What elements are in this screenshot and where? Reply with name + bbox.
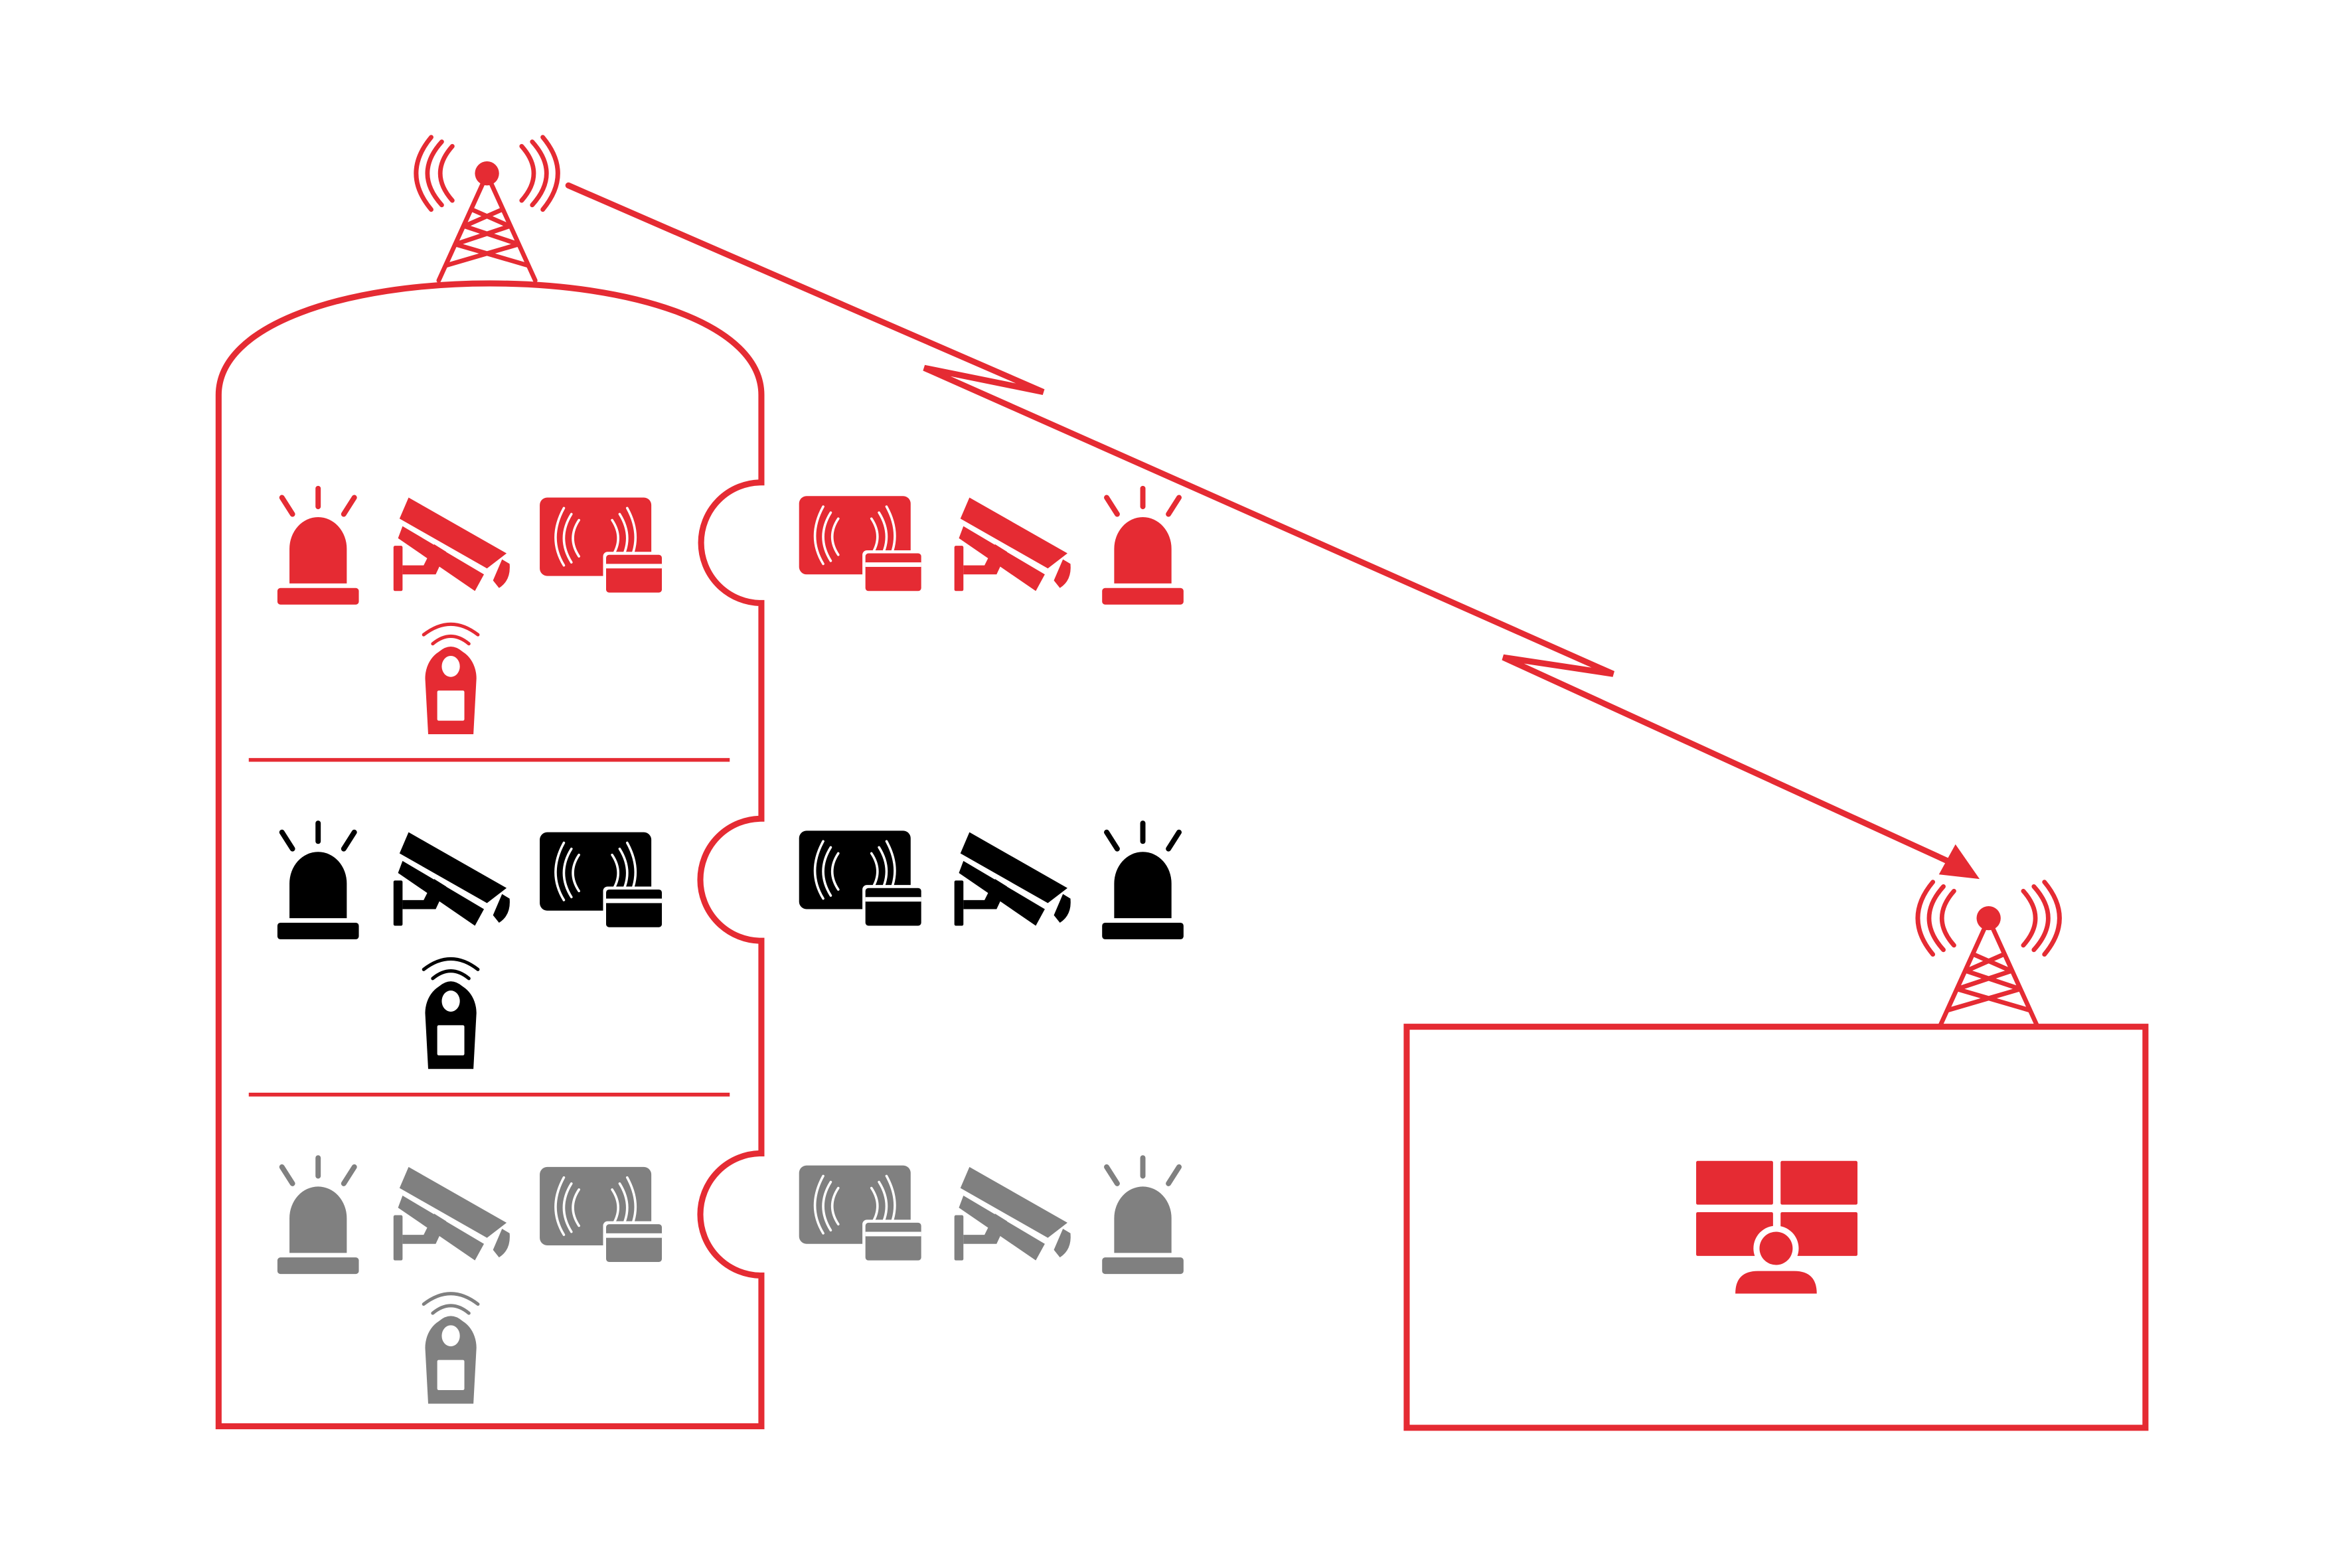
siren-icon [277,823,359,939]
radio-tower-icon [1918,882,2059,1026]
floor-2-devices [277,823,1184,1069]
cctv-camera-icon [393,1166,510,1261]
siren-icon [277,489,359,605]
siren-icon [277,1158,359,1274]
arrowhead-icon [1938,844,1980,880]
card-reader-icon [797,1164,924,1263]
card-reader-icon [797,495,924,594]
floor-3-devices [277,1158,1184,1403]
siren-icon [1102,823,1184,939]
cctv-camera-icon [393,832,510,926]
card-reader-icon [797,829,924,929]
card-reader-icon [538,830,665,930]
siren-icon [1102,1158,1184,1274]
key-fob-icon [424,959,478,1069]
card-reader-icon [538,496,665,595]
cctv-camera-icon [393,497,510,591]
video-wall-operator-icon [1696,1160,1858,1294]
radio-tower-icon [416,137,558,281]
key-fob-icon [424,1294,478,1404]
cctv-camera-icon [954,497,1071,591]
control-room-box [1403,1024,2149,1431]
key-fob-icon [424,624,478,734]
cctv-camera-icon [954,1166,1071,1261]
wireless-link-line [565,182,1957,867]
building-outline [215,280,765,1430]
card-reader-icon [538,1166,665,1265]
floor-1-devices [277,489,1184,734]
siren-icon [1102,489,1184,605]
cctv-camera-icon [954,832,1071,926]
